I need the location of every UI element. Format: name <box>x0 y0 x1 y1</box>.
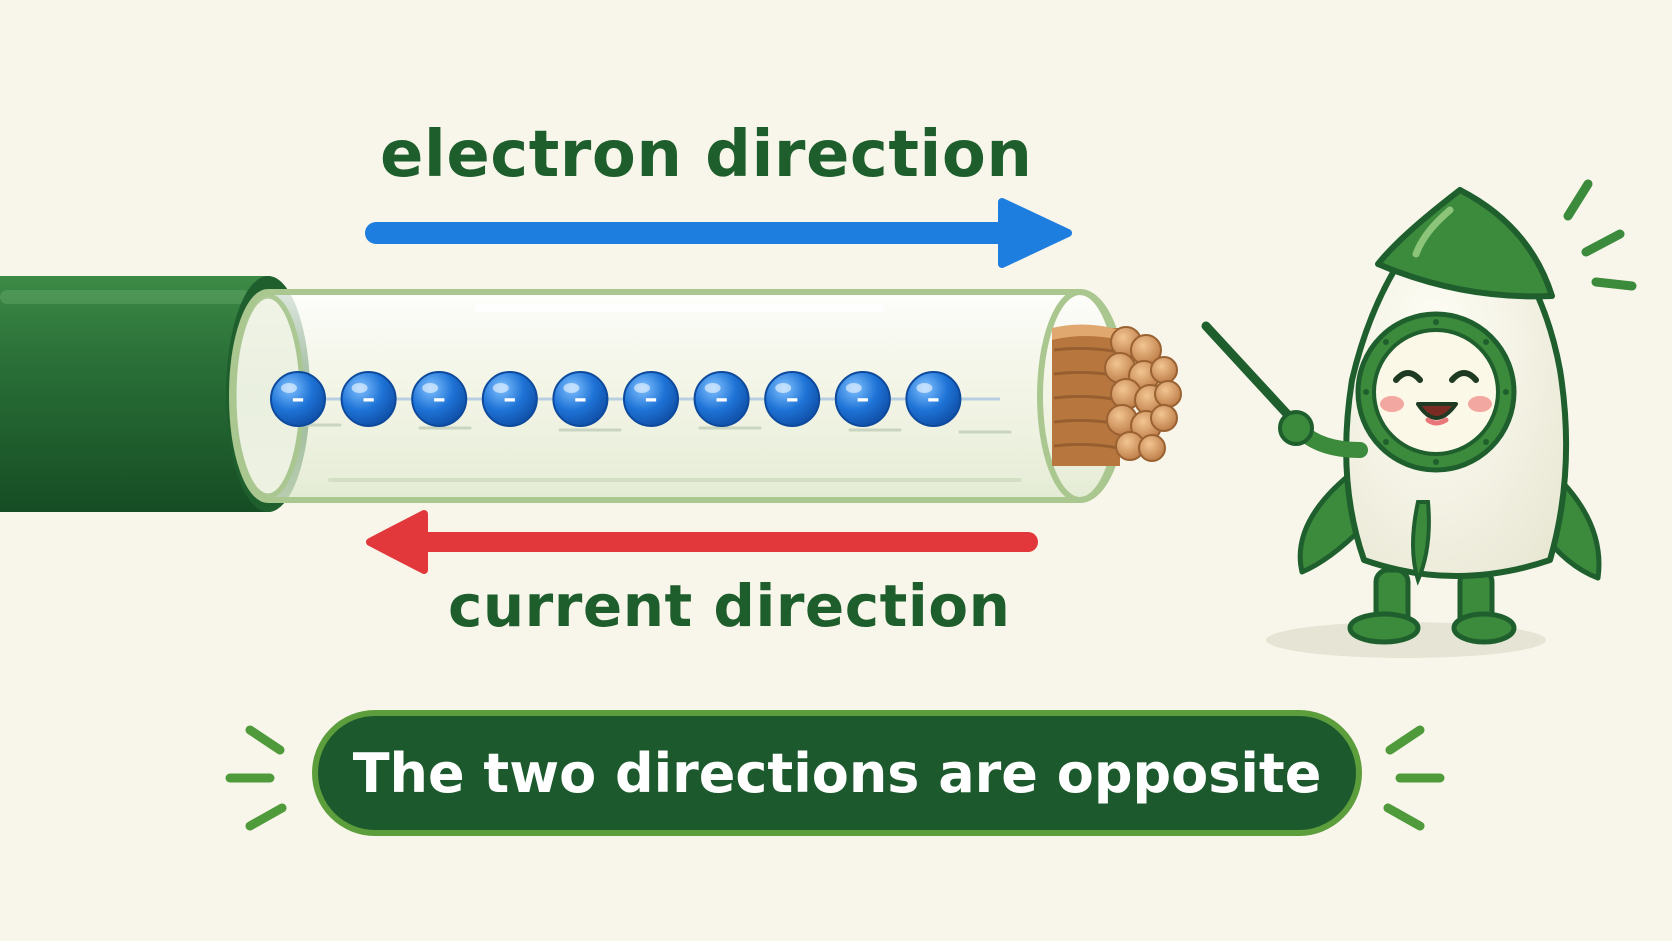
electron-highlight <box>422 383 439 393</box>
electron-highlight <box>704 383 721 393</box>
electron: – <box>481 371 538 427</box>
electron-direction-arrow <box>365 198 1072 268</box>
electron-highlight <box>492 383 509 393</box>
electron: – <box>764 371 821 427</box>
electron-charge-symbol: – <box>927 384 940 414</box>
current-direction-arrow <box>366 510 1038 574</box>
electron: – <box>411 371 468 427</box>
electron-highlight <box>845 383 862 393</box>
transparent-sheath <box>229 289 1127 503</box>
electron-charge-symbol: – <box>715 384 728 414</box>
banner-sparkles-left <box>225 725 287 831</box>
electron-charge-symbol: – <box>645 384 658 414</box>
electron-highlight <box>775 383 792 393</box>
electron-charge-symbol: – <box>574 384 587 414</box>
electron-charge-symbol: – <box>856 384 869 414</box>
electron-charge-symbol: – <box>503 384 516 414</box>
rocket-mascot <box>1201 187 1602 658</box>
sparkle-lines <box>1563 179 1637 291</box>
electron: – <box>340 371 397 427</box>
pointer-stick <box>1201 321 1305 433</box>
electron-charge-symbol: – <box>362 384 375 414</box>
electron: – <box>270 371 326 427</box>
conclusion-banner: The two directions are opposite <box>312 710 1362 836</box>
electron: – <box>905 371 962 427</box>
electron-highlight <box>634 383 650 393</box>
electron: – <box>834 371 891 427</box>
electrons: –––––––––– <box>270 371 962 427</box>
electron-highlight <box>916 383 933 393</box>
electron-highlight <box>563 383 580 393</box>
banner-sparkles-right <box>1383 725 1445 831</box>
electron: – <box>623 371 679 427</box>
electron-highlight <box>281 383 297 393</box>
conclusion-text: The two directions are opposite <box>352 741 1322 805</box>
current-direction-label: current direction <box>448 572 1011 640</box>
electron-charge-symbol: – <box>292 384 305 414</box>
electron-direction-label: electron direction <box>380 118 1033 192</box>
electron: – <box>693 371 750 427</box>
copper-conductor <box>1052 324 1182 466</box>
electron: – <box>552 371 609 427</box>
electron-charge-symbol: – <box>786 384 799 414</box>
electron-highlight <box>351 383 368 393</box>
electron-charge-symbol: – <box>433 384 446 414</box>
